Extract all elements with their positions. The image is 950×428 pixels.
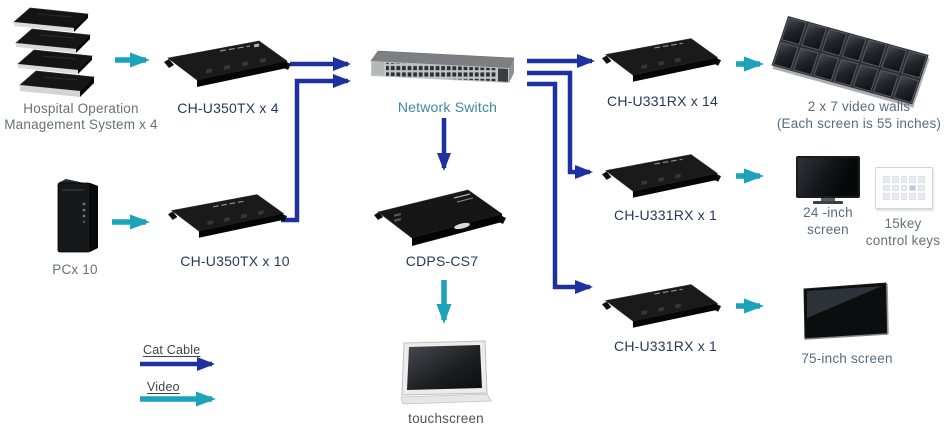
touchscreen-icon <box>399 339 493 409</box>
server-stack-icon <box>12 6 108 104</box>
video-wall-icon <box>771 16 934 105</box>
screen-24-icon <box>796 156 860 204</box>
network-switch-label: Network Switch <box>397 99 498 115</box>
keypad-label: 15key control keys <box>865 216 941 248</box>
hospital-system-label: Hospital Operation Management System x 4 <box>4 101 158 132</box>
cat-cable-switch-to-rx1-bot <box>527 81 593 294</box>
legend-cat-cable-label: Cat Cable <box>143 343 201 357</box>
touchscreen-label: touchscreen <box>408 411 484 426</box>
screen-24-label: 24 -inch screen <box>803 205 853 237</box>
screen-75-icon <box>802 282 890 342</box>
rx1-bot-receiver-icon <box>600 278 724 338</box>
control-keypad-icon <box>875 167 933 209</box>
rx1-bot-label: CH-U331RX x 1 <box>614 338 717 354</box>
video-wall-label: 2 x 7 video walls (Each screen is 55 inc… <box>776 99 942 131</box>
tx4-transmitter-icon <box>162 34 294 98</box>
tx10-transmitter-icon <box>165 188 291 248</box>
pc-tower-icon <box>45 176 105 258</box>
tx4-label: CH-U350TX x 4 <box>177 100 279 116</box>
rx14-receiver-icon <box>600 32 724 92</box>
rx1-mid-label: CH-U331RX x 1 <box>614 207 717 223</box>
network-switch-icon <box>362 46 526 96</box>
cat-cable-switch-to-rx1-mid <box>527 70 593 179</box>
cdps-controller-icon <box>374 182 506 252</box>
screen-75-label: 75-inch screen <box>801 351 893 366</box>
tx10-label: CH-U350TX x 10 <box>180 253 290 269</box>
rx14-label: CH-U331RX x 14 <box>607 93 718 109</box>
pc-label: PCx 10 <box>52 262 98 277</box>
rx1-mid-receiver-icon <box>600 148 724 208</box>
legend-video-label: Video <box>147 380 180 394</box>
cdps-label: CDPS-CS7 <box>405 253 479 269</box>
